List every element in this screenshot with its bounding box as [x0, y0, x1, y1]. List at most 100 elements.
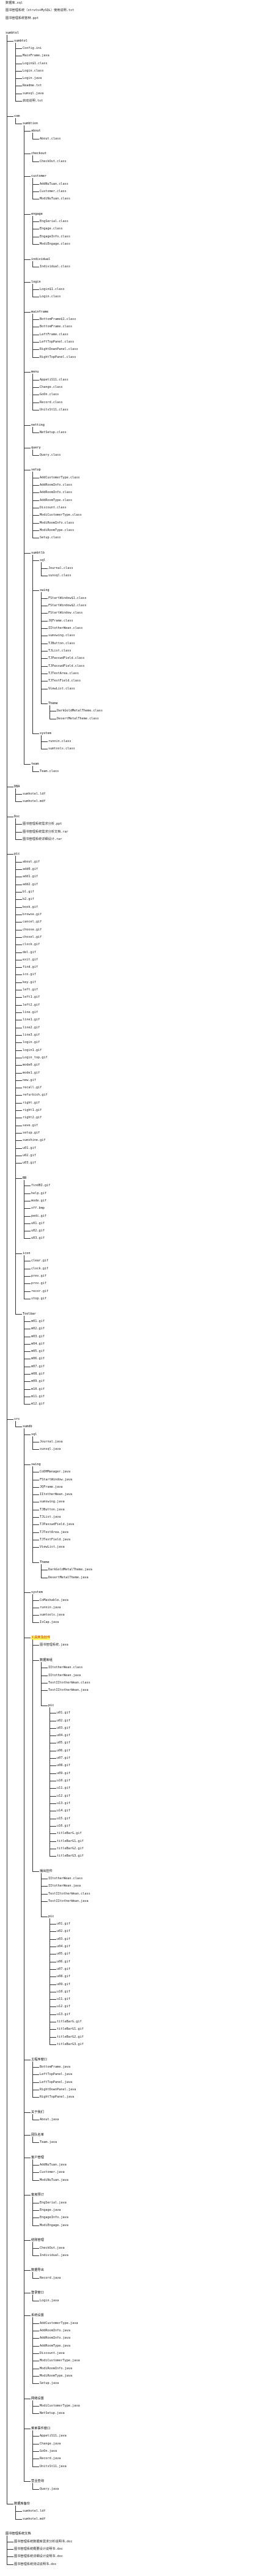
- tree-folder[interactable]: 系统设置: [31, 2314, 44, 2318]
- tree-folder[interactable]: Theme: [40, 1560, 50, 1564]
- tree-file[interactable]: Discount.class: [40, 506, 67, 510]
- tree-file[interactable]: about.gif: [23, 859, 40, 864]
- tree-file[interactable]: add0.gif: [23, 867, 38, 872]
- tree-file[interactable]: add1.gif: [23, 875, 38, 879]
- tree-file[interactable]: IsCap.java: [40, 1620, 59, 1625]
- tree-file[interactable]: 图书管理系统.java: [40, 1643, 68, 1647]
- tree-file[interactable]: AppetiS11.class: [40, 377, 68, 382]
- tree-file[interactable]: left.gif: [23, 988, 38, 992]
- tree-folder[interactable]: BB: [23, 1176, 27, 1180]
- tree-file[interactable]: u01.gif: [57, 1711, 70, 1715]
- tree-file[interactable]: titleBarG3.gif: [57, 1854, 84, 1858]
- tree-folder[interactable]: sumbtlb: [31, 551, 45, 555]
- tree-file[interactable]: u09.gif: [57, 1982, 70, 1986]
- tree-file[interactable]: u02.gif: [57, 1718, 70, 1723]
- tree-folder[interactable]: menu: [31, 370, 39, 374]
- tree-folder[interactable]: Theme: [48, 702, 58, 706]
- tree-file[interactable]: 图书管理系统需求分析文档.rar: [23, 830, 68, 834]
- tree-folder[interactable]: 菜单事件窗口: [31, 2427, 51, 2431]
- tree-file[interactable]: titleBarG2.gif: [57, 1846, 84, 1850]
- tree-file[interactable]: ViewList.java: [40, 1545, 65, 1550]
- tree-folder[interactable]: team: [31, 762, 39, 766]
- tree-file[interactable]: 图书管理系统数据库需求分析说明书.doc: [14, 2539, 73, 2544]
- tree-file[interactable]: line3.gif: [23, 1033, 40, 1037]
- tree-file[interactable]: new.gif: [23, 1078, 36, 1082]
- tree-folder[interactable]: 营业查询: [31, 2479, 44, 2484]
- tree-file[interactable]: GoOn.class: [40, 393, 59, 397]
- tree-file[interactable]: TJButton.class: [48, 641, 75, 645]
- tree-file[interactable]: ModiCustomerType.class: [40, 513, 82, 518]
- tree-folder[interactable]: sql: [40, 559, 46, 563]
- tree-file[interactable]: u13.gif: [57, 1801, 70, 1805]
- tree-file[interactable]: NetSetup.class: [40, 430, 67, 434]
- tree-file[interactable]: RightTopPanel.java: [40, 2095, 75, 2099]
- tree-file[interactable]: ModiRoomInfo.java: [40, 2366, 73, 2370]
- tree-file[interactable]: recall.gif: [23, 1086, 42, 1090]
- tree-file[interactable]: IItotherWean.java: [48, 1673, 81, 1677]
- tree-file[interactable]: m03.gif: [31, 1334, 45, 1338]
- tree-file[interactable]: AppetiS11.java: [40, 2434, 67, 2438]
- tree-folder[interactable]: sumbtol: [6, 31, 19, 35]
- tree-file[interactable]: u04.gif: [57, 1734, 70, 1738]
- tree-file[interactable]: m04.gif: [31, 1342, 45, 1346]
- tree-folder[interactable]: 图书管理系统文档: [6, 2532, 31, 2536]
- tree-file[interactable]: CheckOut.java: [40, 2246, 65, 2250]
- tree-file[interactable]: BottomFrame$1.class: [40, 317, 76, 322]
- tree-file[interactable]: sunsql.class: [48, 573, 72, 577]
- tree-file[interactable]: m08.gif: [31, 1372, 45, 1376]
- tree-file[interactable]: EngageInfo.class: [40, 234, 70, 239]
- tree-folder[interactable]: icon: [23, 1252, 31, 1256]
- tree-file[interactable]: titleBarG.gif: [57, 1832, 82, 1836]
- tree-file[interactable]: ModiRoomInfo.class: [40, 521, 75, 525]
- tree-file[interactable]: TJList.java: [40, 1515, 61, 1520]
- tree-file[interactable]: browse.gif: [23, 912, 42, 916]
- tree-file[interactable]: titleBarG3.gif: [57, 2043, 84, 2047]
- tree-file[interactable]: EngSerial.class: [40, 220, 68, 224]
- tree-file[interactable]: RightDownPanel.class: [40, 347, 78, 352]
- tree-file[interactable]: titleBarG.gif: [57, 2020, 82, 2024]
- tree-file[interactable]: Setup.java: [40, 2381, 59, 2386]
- tree-file[interactable]: sumhotel.ldf: [23, 792, 46, 796]
- tree-file[interactable]: Individual.java: [40, 2253, 68, 2257]
- tree-file[interactable]: MainFrame.java: [23, 54, 50, 58]
- tree-file[interactable]: u08.gif: [57, 1975, 70, 1979]
- tree-file[interactable]: BottomFrame.class: [40, 325, 73, 329]
- tree-file[interactable]: Login.class: [23, 69, 44, 73]
- tree-file[interactable]: TJTextField.class: [48, 679, 81, 683]
- tree-folder[interactable]: netting: [31, 423, 45, 427]
- tree-file[interactable]: u01.gif: [31, 1221, 45, 1225]
- tree-file[interactable]: key.gif: [23, 980, 36, 984]
- tree-file[interactable]: findBI.gif: [31, 1184, 51, 1188]
- tree-file[interactable]: IItotherWean.java: [48, 1884, 81, 1888]
- tree-file[interactable]: runnin.class: [48, 739, 72, 743]
- tree-file[interactable]: Change.java: [40, 2441, 61, 2446]
- tree-file[interactable]: AddRoomInfo.class: [40, 491, 73, 495]
- tree-file[interactable]: LeftTopPanel.java: [40, 2080, 73, 2084]
- tree-file[interactable]: Team.class: [40, 770, 59, 773]
- tree-file[interactable]: sumtools.class: [48, 747, 75, 751]
- tree-folder[interactable]: 数据库备份: [14, 2502, 30, 2506]
- tree-file[interactable]: Login$1.class: [23, 61, 48, 65]
- tree-file[interactable]: About.class: [40, 136, 61, 141]
- tree-file[interactable]: right2.gif: [23, 1116, 42, 1120]
- tree-file[interactable]: Journal.class: [48, 566, 73, 570]
- tree-folder[interactable]: swing: [40, 588, 50, 593]
- tree-file[interactable]: Record.java: [40, 2457, 61, 2461]
- tree-file[interactable]: titleBarG1.gif: [57, 2027, 84, 2032]
- tree-file[interactable]: IItotherWean.class: [48, 1877, 83, 1881]
- tree-folder[interactable]: 数据导出: [31, 2268, 44, 2273]
- tree-file[interactable]: TestIItotherWean.class: [48, 1680, 90, 1685]
- tree-folder[interactable]: customer: [31, 174, 46, 179]
- tree-folder[interactable]: checkout: [31, 152, 46, 156]
- tree-file[interactable]: u10.gif: [57, 1779, 70, 1783]
- tree-file[interactable]: u05.gif: [57, 1741, 70, 1745]
- tree-file[interactable]: CoDHManager.java: [40, 1470, 70, 1474]
- tree-file[interactable]: line.gif: [23, 1011, 38, 1015]
- tree-folder[interactable]: sumbtol: [14, 39, 28, 43]
- tree-file[interactable]: TJTextField.java: [40, 1538, 70, 1542]
- tree-file[interactable]: AddCustomerType.java: [40, 2321, 78, 2325]
- tree-file[interactable]: chosel.gif: [23, 935, 42, 939]
- tree-folder[interactable]: 结账管理: [31, 2238, 44, 2243]
- tree-folder[interactable]: sumdb: [23, 1425, 32, 1429]
- tree-file[interactable]: NetSetup.java: [40, 2411, 65, 2416]
